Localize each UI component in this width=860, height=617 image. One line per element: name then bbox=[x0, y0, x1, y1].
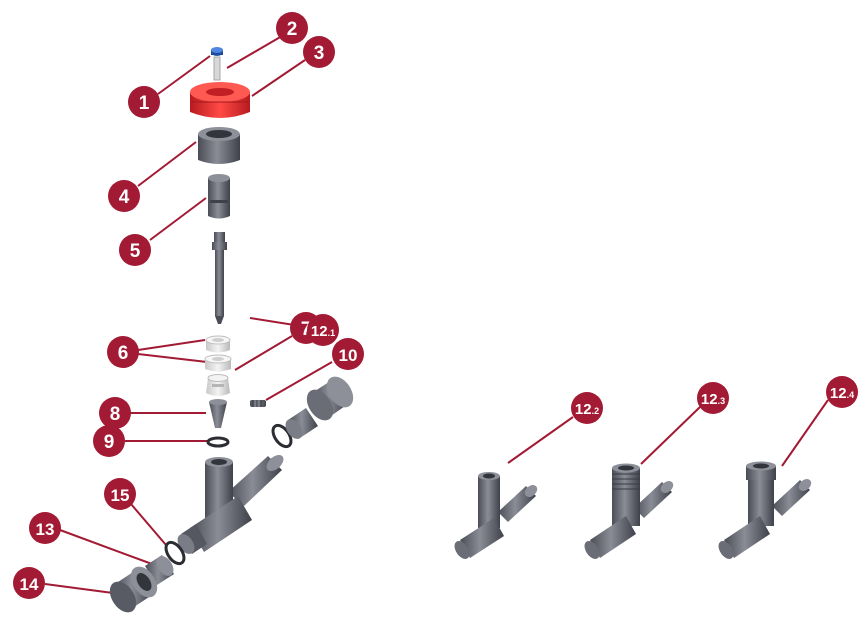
callout-badge-5: 5 bbox=[119, 234, 151, 266]
svg-text:12.1: 12.1 bbox=[311, 323, 335, 340]
part-1-blue-cap bbox=[211, 47, 223, 56]
leader-3 bbox=[251, 59, 306, 97]
callout-badge-12-2: 12.2 bbox=[571, 392, 603, 424]
part-9-o-ring bbox=[206, 436, 230, 448]
leader-4 bbox=[137, 141, 197, 187]
part-3-red-cap bbox=[190, 82, 250, 118]
variant-12-4 bbox=[718, 461, 812, 559]
part-13-insert bbox=[145, 555, 174, 585]
leader-2 bbox=[226, 35, 283, 69]
part-4-ring-nut bbox=[198, 127, 240, 164]
leader-10 bbox=[265, 361, 333, 401]
callout-badge-9: 9 bbox=[93, 425, 125, 457]
callout-badge-4: 4 bbox=[108, 180, 140, 212]
part-10-pin bbox=[250, 400, 266, 407]
callout-badge-10: 10 bbox=[332, 338, 364, 370]
part-upper-right-nut bbox=[306, 376, 354, 421]
part-6-rings bbox=[204, 335, 232, 372]
svg-text:9: 9 bbox=[104, 432, 115, 453]
callout-badge-14: 14 bbox=[13, 567, 45, 599]
part-upper-right-insert bbox=[285, 408, 318, 439]
main-assembly bbox=[109, 47, 354, 613]
leader-lines bbox=[44, 35, 829, 594]
callout-badge-8: 8 bbox=[99, 397, 131, 429]
svg-text:6: 6 bbox=[118, 343, 129, 364]
part-2-screw bbox=[213, 56, 221, 81]
part-12-1-y-body bbox=[177, 454, 284, 554]
leader-6a bbox=[137, 339, 206, 351]
leader-7 bbox=[234, 335, 293, 371]
variant-12-3 bbox=[584, 463, 674, 559]
leader-12-4 bbox=[781, 399, 829, 467]
svg-text:8: 8 bbox=[110, 404, 121, 425]
svg-text:5: 5 bbox=[130, 241, 141, 262]
part-5-sleeve bbox=[208, 174, 230, 219]
spindle bbox=[212, 232, 227, 324]
callout-badge-6: 6 bbox=[107, 336, 139, 368]
leader-12-3 bbox=[640, 406, 701, 465]
variant-12-2 bbox=[454, 472, 538, 559]
svg-text:2: 2 bbox=[287, 19, 298, 40]
leader-5 bbox=[149, 197, 207, 241]
callout-badge-12-1: 12.1 bbox=[307, 314, 339, 346]
callout-badges: 1 2 3 4 5 6 7 8 bbox=[13, 12, 858, 599]
callout-badge-2: 2 bbox=[276, 12, 308, 44]
callout-badge-3: 3 bbox=[303, 36, 335, 68]
part-8-needle bbox=[209, 399, 227, 428]
svg-text:14: 14 bbox=[20, 575, 39, 594]
svg-text:15: 15 bbox=[111, 486, 130, 505]
leader-13 bbox=[59, 529, 153, 565]
callout-badge-12-3: 12.3 bbox=[697, 382, 729, 414]
svg-text:10: 10 bbox=[339, 346, 358, 365]
callout-badge-1: 1 bbox=[128, 86, 160, 118]
svg-text:1: 1 bbox=[139, 93, 150, 114]
leader-14 bbox=[44, 583, 114, 594]
svg-text:7: 7 bbox=[301, 319, 312, 340]
svg-text:12.3: 12.3 bbox=[701, 391, 725, 408]
leader-12-2 bbox=[507, 416, 574, 464]
svg-text:13: 13 bbox=[36, 520, 55, 539]
leader-1 bbox=[157, 55, 211, 95]
svg-text:4: 4 bbox=[119, 187, 130, 208]
part-14-nut bbox=[109, 566, 158, 613]
svg-text:3: 3 bbox=[314, 43, 325, 64]
part-7-cone-ring bbox=[206, 374, 230, 396]
part-15-o-ring bbox=[164, 540, 186, 566]
callout-badge-12-4: 12.4 bbox=[826, 376, 858, 408]
svg-text:12.4: 12.4 bbox=[830, 385, 854, 402]
svg-text:12.2: 12.2 bbox=[575, 401, 599, 418]
leader-15 bbox=[124, 496, 167, 546]
callout-badge-15: 15 bbox=[104, 478, 136, 510]
leader-6b bbox=[137, 353, 208, 363]
callout-badge-13: 13 bbox=[29, 512, 61, 544]
